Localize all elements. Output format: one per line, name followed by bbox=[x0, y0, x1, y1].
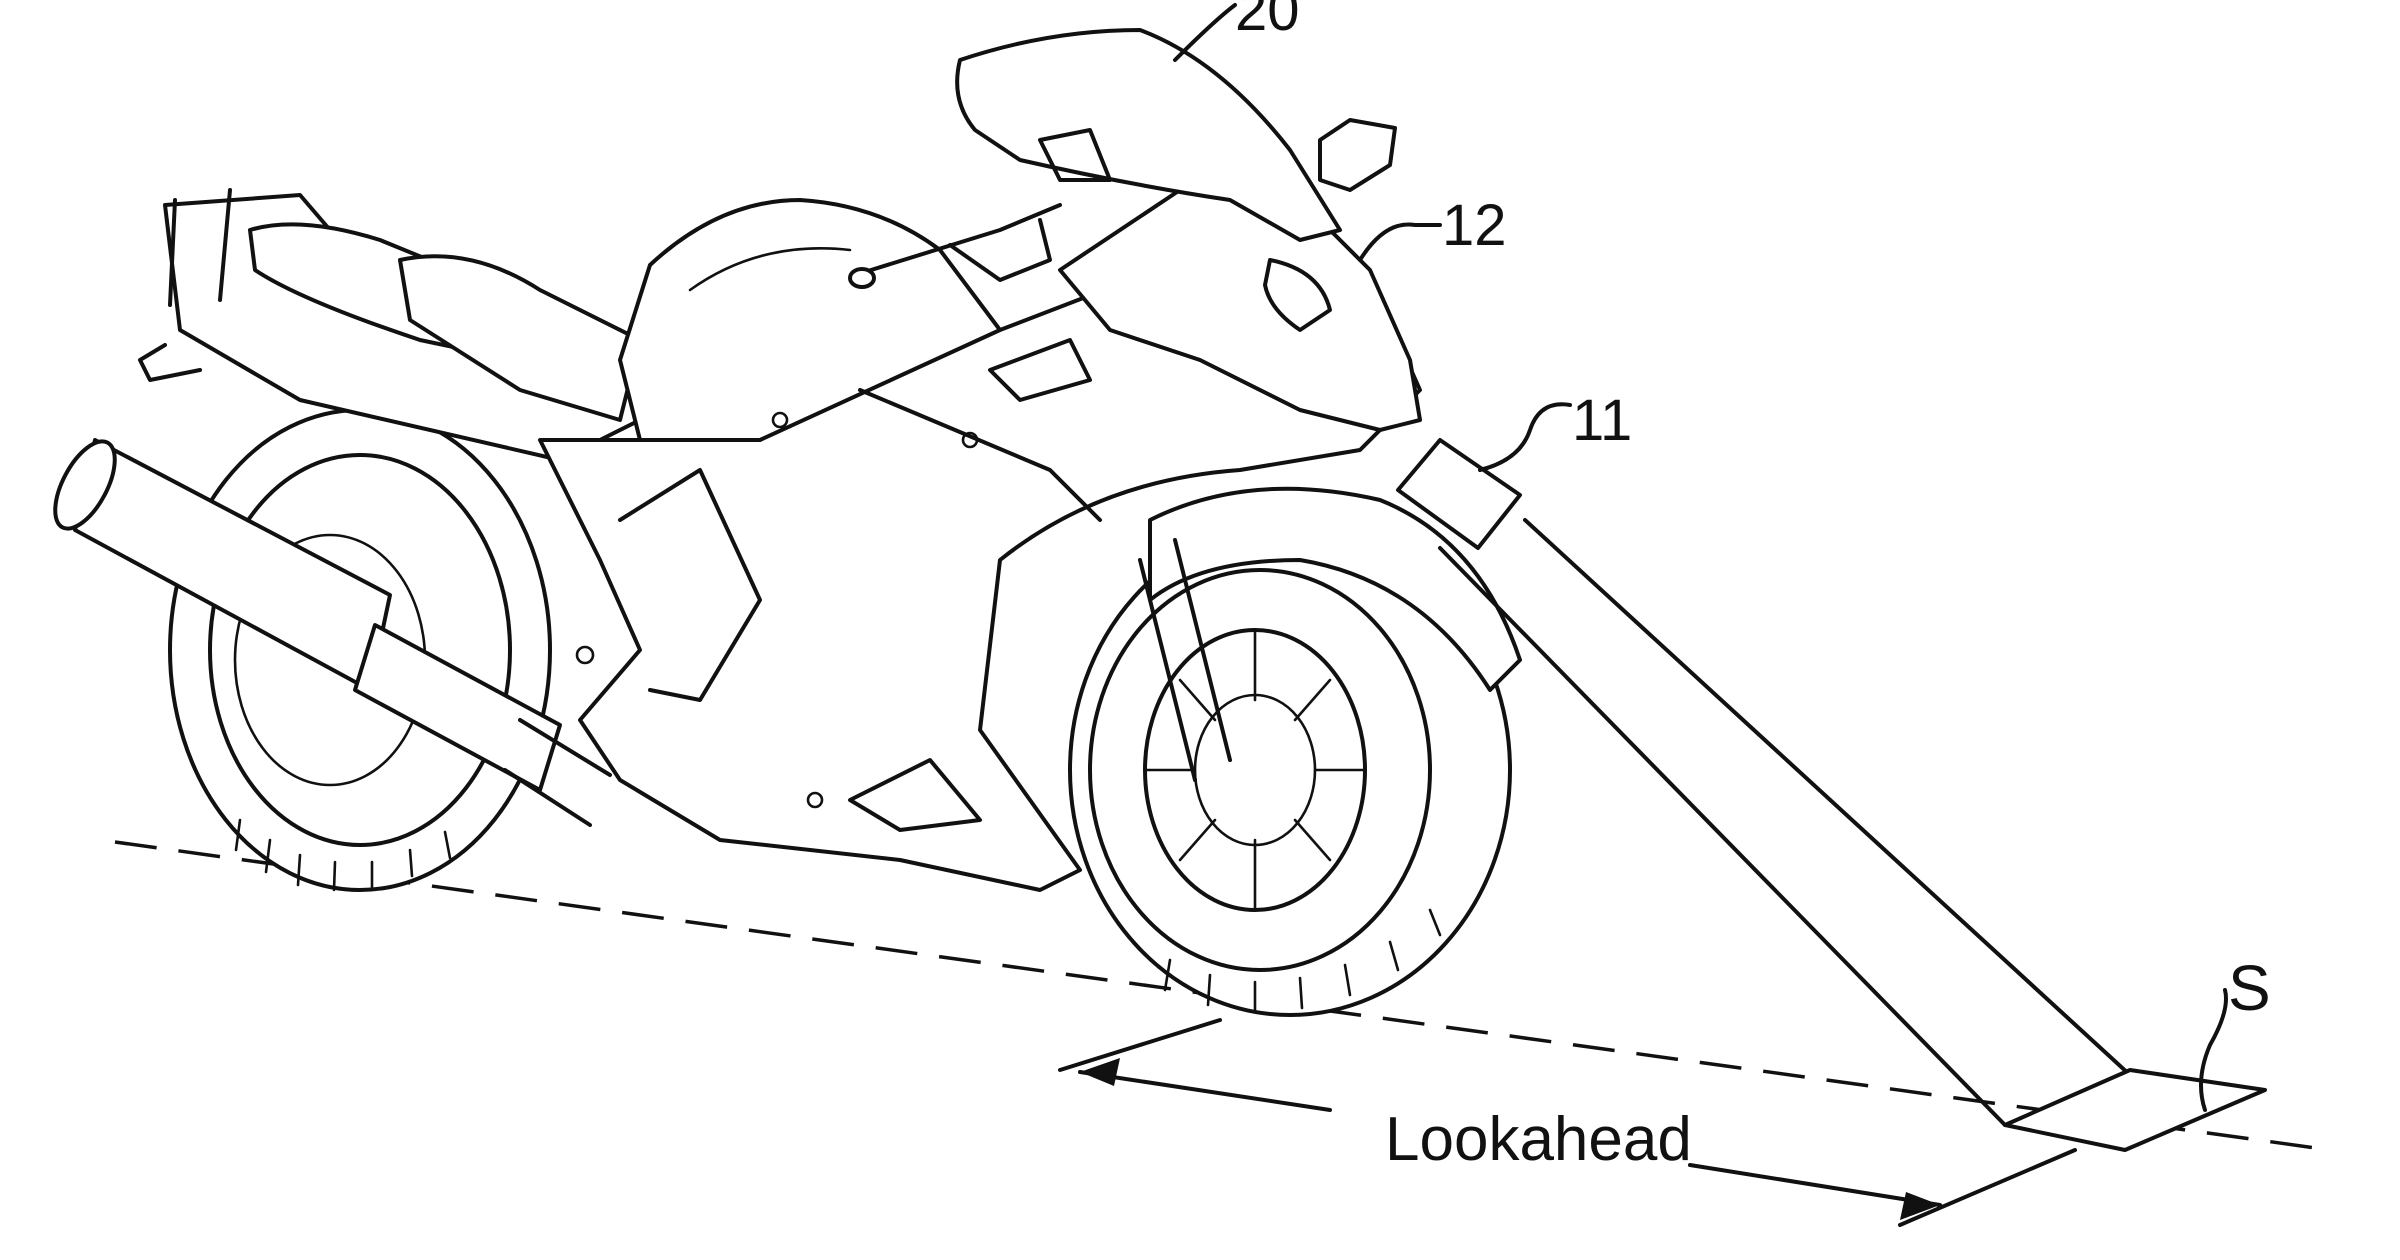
label-lookahead: Lookahead bbox=[1385, 1105, 1692, 1174]
sensor-box bbox=[1396, 438, 1522, 550]
leader-lines bbox=[1173, 3, 2228, 1112]
label-12: 12 bbox=[1442, 193, 1507, 258]
label-20: 20 bbox=[1235, 0, 1300, 43]
label-s: S bbox=[2228, 952, 2271, 1024]
exhaust-muffler bbox=[53, 438, 612, 827]
sensed-spot bbox=[2003, 1068, 2267, 1152]
label-11: 11 bbox=[1572, 388, 1632, 453]
lookahead-dimension bbox=[1058, 1018, 2077, 1227]
sensor-beam bbox=[1438, 518, 2132, 1127]
motorcycle-body bbox=[138, 28, 1522, 892]
